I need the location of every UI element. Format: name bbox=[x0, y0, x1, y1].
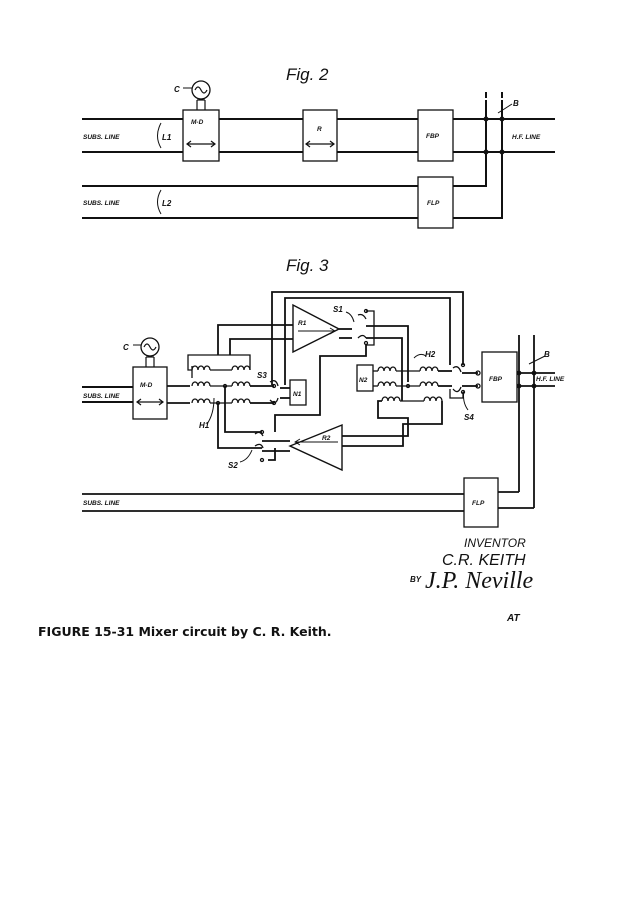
fig3-block-flp bbox=[463, 477, 499, 528]
fig2-label-hf-line: H.F. LINE bbox=[512, 134, 541, 141]
fig3-label-s2: S2 bbox=[228, 461, 238, 470]
fig3-label-fbp: FBP bbox=[489, 376, 503, 383]
fig3-label-subs-line-1: SUBS. LINE bbox=[83, 393, 120, 400]
figure-caption: FIGURE 15-31 Mixer circuit by C. R. Keit… bbox=[38, 624, 332, 639]
fig3-hf-line bbox=[516, 335, 555, 508]
inventor-label: INVENTOR bbox=[464, 536, 526, 550]
s1-leader bbox=[345, 311, 355, 323]
fig2-block-fbp bbox=[417, 109, 454, 162]
fig3-title: Fig. 3 bbox=[286, 256, 329, 275]
h1-leader bbox=[206, 397, 215, 425]
generator-c bbox=[183, 80, 211, 110]
hybrid-coil-h1 bbox=[187, 354, 251, 406]
fig3-label-n2: N2 bbox=[359, 377, 368, 384]
fig3-label-c: C bbox=[123, 343, 129, 352]
fig3-wiring bbox=[342, 370, 452, 447]
attorney-label: AT bbox=[506, 613, 520, 624]
sine-wave-icon bbox=[143, 343, 157, 351]
sine-wave-icon bbox=[194, 86, 208, 94]
fig2-label-subs-line-1: SUBS. LINE bbox=[83, 134, 120, 141]
fig3-subs-line bbox=[82, 386, 133, 403]
fig2-block-flp bbox=[417, 176, 454, 229]
double-arrow-icon bbox=[136, 398, 164, 406]
fig3-subs-line-lower bbox=[82, 491, 534, 512]
r1-arrowhead bbox=[329, 327, 336, 335]
by-label: BY bbox=[410, 575, 422, 584]
fig2-label-l1: L1 bbox=[162, 133, 172, 142]
fig3-label-r1: R1 bbox=[298, 320, 307, 327]
fig3-block-fbp bbox=[481, 351, 518, 403]
fig2-label-fbp: FBP bbox=[426, 133, 440, 140]
figure-2: Fig. 2 bbox=[82, 65, 555, 229]
figure-3: Fig. 3 M-D C SUBS. LINE bbox=[82, 256, 565, 528]
fig2-label-subs-line-2: SUBS. LINE bbox=[83, 200, 120, 207]
fig3-label-hf-line: H.F. LINE bbox=[536, 376, 565, 383]
fig3-label-b: B bbox=[544, 350, 550, 359]
fig3-label-s4: S4 bbox=[464, 413, 474, 422]
fig2-block-r bbox=[302, 109, 338, 162]
amplifier-r1 bbox=[292, 303, 341, 354]
hybrid-coil-h2 bbox=[373, 366, 443, 402]
s4-leader bbox=[463, 389, 469, 411]
fig3-label-n1: N1 bbox=[293, 391, 302, 398]
fig3-block-n2 bbox=[356, 364, 374, 392]
r2-arrowhead bbox=[294, 438, 301, 446]
h2-leader bbox=[413, 353, 427, 359]
fig2-brace-l2 bbox=[157, 189, 162, 215]
fig2-block-md bbox=[182, 109, 220, 162]
fig3-label-s1: S1 bbox=[333, 305, 343, 314]
fig2-label-c: C bbox=[174, 85, 180, 94]
fig3-label-subs-line-2: SUBS. LINE bbox=[83, 500, 120, 507]
fig3-label-r2: R2 bbox=[322, 435, 331, 442]
amplifier-r2 bbox=[288, 423, 343, 472]
double-arrow-icon bbox=[186, 140, 216, 148]
fig2-upper-line bbox=[82, 118, 555, 153]
generator-c bbox=[133, 337, 160, 367]
fig3-block-md bbox=[132, 366, 168, 420]
fig3-wiring bbox=[167, 385, 190, 404]
patent-drawing: Fig. 2 bbox=[82, 65, 565, 624]
fig3-wiring bbox=[268, 291, 464, 461]
signature-block: INVENTOR C.R. KEITH BY J.P. Neville AT bbox=[410, 536, 534, 624]
fig2-label-b: B bbox=[513, 99, 519, 108]
fig2-label-md: M-D bbox=[191, 119, 204, 126]
fig3-label-s3: S3 bbox=[257, 371, 267, 380]
switch-s3 bbox=[269, 380, 279, 406]
fig2-title: Fig. 2 bbox=[286, 65, 329, 84]
fig3-label-flp: FLP bbox=[472, 500, 485, 507]
switch-s4 bbox=[449, 362, 481, 399]
fig2-label-l2: L2 bbox=[162, 199, 172, 208]
fig3-label-md: M-D bbox=[140, 382, 153, 389]
inventor-name: C.R. KEITH bbox=[442, 552, 526, 569]
fig3-block-n1 bbox=[289, 379, 307, 406]
s2-leader bbox=[239, 449, 253, 463]
fig2-label-r: R bbox=[317, 126, 322, 133]
attorney-signature: J.P. Neville bbox=[425, 568, 534, 594]
switch-s1 bbox=[339, 308, 375, 346]
fig3-label-h2: H2 bbox=[425, 350, 436, 359]
double-arrow-icon bbox=[305, 140, 335, 148]
fig2-brace-l1 bbox=[157, 122, 162, 149]
switch-s2 bbox=[254, 429, 290, 463]
fig2-label-flp: FLP bbox=[427, 200, 440, 207]
fig3-label-h1: H1 bbox=[199, 421, 210, 430]
fig2-bus-b bbox=[483, 92, 513, 218]
